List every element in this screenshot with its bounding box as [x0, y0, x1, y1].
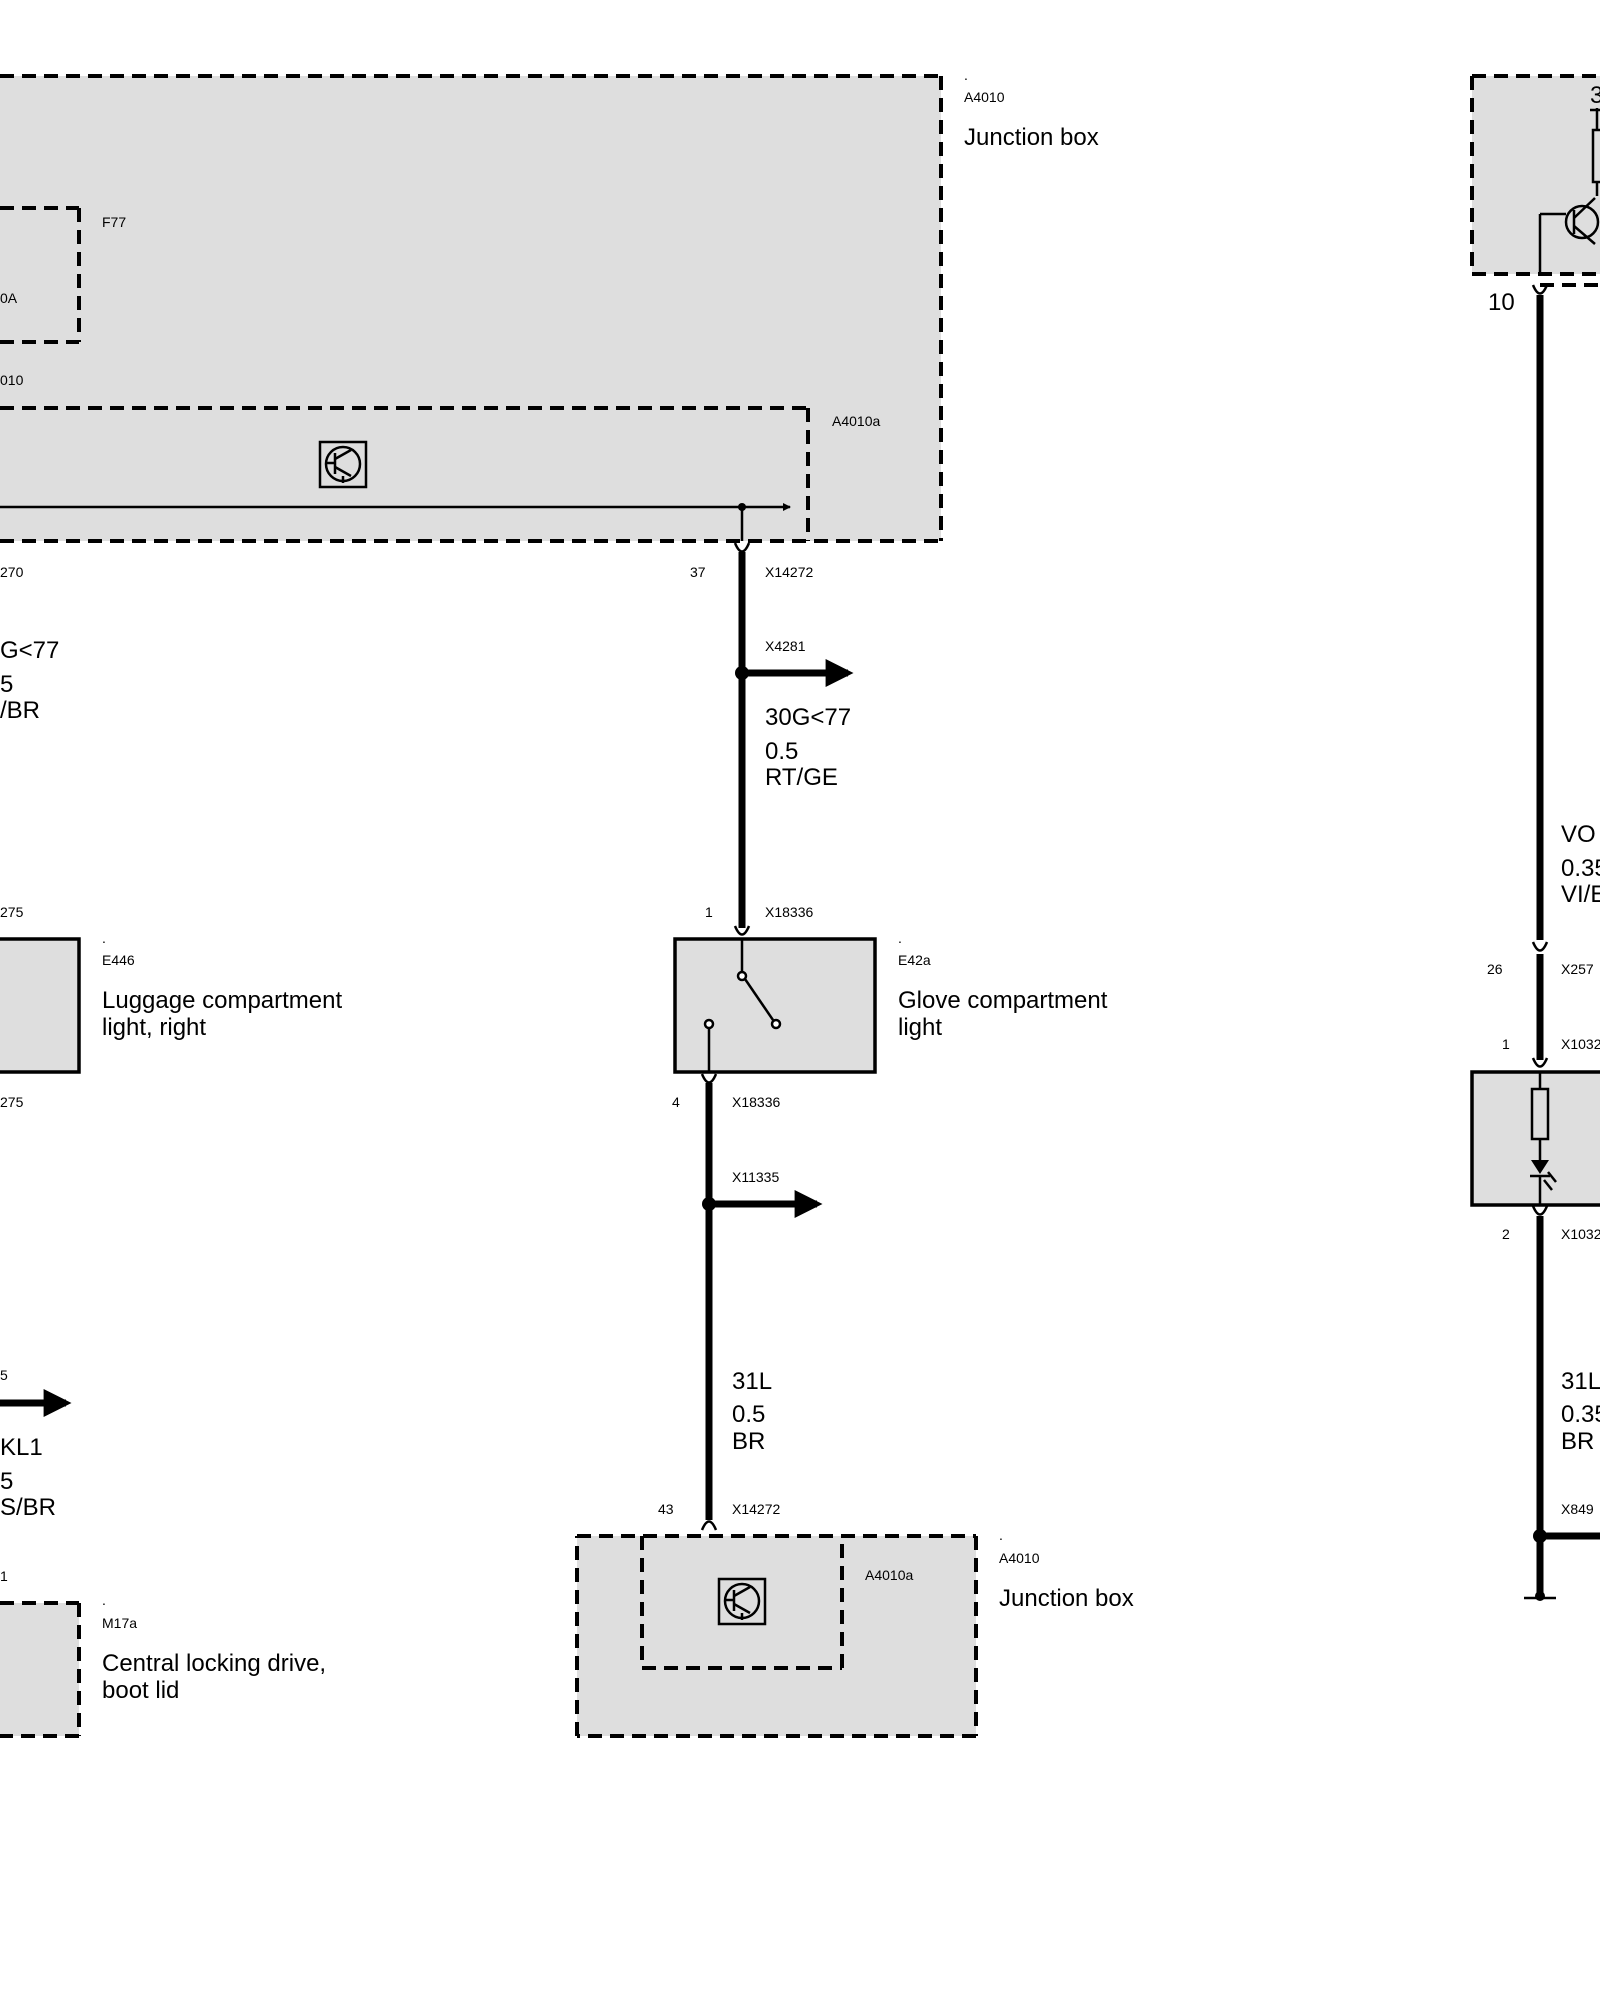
- central-locking-code: M17a: [102, 1615, 137, 1631]
- fuse-ref: 010: [0, 372, 24, 388]
- pin-4: 4: [672, 1094, 680, 1110]
- wire-right-bottom-signal: 31L: [1561, 1368, 1600, 1395]
- pin-1: 1: [705, 904, 713, 920]
- right-led-component: [1470, 1070, 1600, 1207]
- center-wire-bottom: [700, 1073, 823, 1531]
- wire-right-bottom-gauge: 0.35: [1561, 1401, 1600, 1428]
- right-control-unit: [1470, 74, 1600, 287]
- central-locking-name-1: Central locking drive,: [102, 1650, 326, 1677]
- glove-light-code: E42a: [898, 952, 931, 968]
- central-locking-dot: .: [102, 1592, 106, 1608]
- left-connector-270: 270: [0, 564, 24, 580]
- glove-light-name-2: light: [898, 1014, 942, 1041]
- wire-left-bottom-gauge: 5: [0, 1468, 13, 1495]
- right-pin-2: 2: [1502, 1226, 1510, 1242]
- wire-left-top-gauge: 5: [0, 671, 13, 698]
- fuse-rating: 0A: [0, 290, 18, 306]
- connector-x18336-top: X18336: [765, 904, 813, 920]
- jb-bottom-name: Junction box: [999, 1585, 1134, 1612]
- junction-box-bottom: [575, 1534, 978, 1738]
- luggage-compartment-light: [0, 937, 81, 1074]
- right-connector-x849: X849: [1561, 1501, 1594, 1517]
- wire-center-top-signal: 30G<77: [765, 704, 851, 731]
- center-wire-top: [733, 542, 854, 936]
- fuse-f77: [0, 206, 81, 344]
- connector-x11335: X11335: [732, 1169, 779, 1185]
- jb-bottom-dot: .: [999, 1527, 1003, 1543]
- wire-left-top-signal: G<77: [0, 637, 59, 664]
- connector-x14272-bottom: X14272: [732, 1501, 780, 1517]
- wire-center-bottom-signal: 31L: [732, 1368, 772, 1395]
- pin-37: 37: [690, 564, 706, 580]
- luggage-light-dot: .: [102, 930, 106, 946]
- wire-right-bottom-color: BR: [1561, 1428, 1594, 1455]
- glove-compartment-light: [673, 937, 877, 1074]
- right-pin-10: 10: [1488, 289, 1515, 316]
- wire-right-top-gauge: 0.35: [1561, 855, 1600, 882]
- right-pin-1: 1: [1502, 1036, 1510, 1052]
- connector-x4281: X4281: [765, 638, 806, 654]
- right-connector-x1032a: X1032: [1561, 1036, 1600, 1052]
- right-pin-top: 3: [1590, 82, 1600, 109]
- luggage-light-code: E446: [102, 952, 135, 968]
- left-connector-1: 1: [0, 1568, 8, 1584]
- glove-light-dot: .: [898, 930, 902, 946]
- wire-right-top-signal: VO: [1561, 821, 1596, 848]
- wire-left-bottom-signal: KL1: [0, 1434, 43, 1461]
- wire-center-top-color: RT/GE: [765, 764, 838, 791]
- jb-top-code: A4010: [964, 89, 1005, 105]
- left-connector-275b: 275: [0, 1094, 24, 1110]
- wire-right-top-color: VI/E: [1561, 881, 1600, 908]
- wire-center-bottom-gauge: 0.5: [732, 1401, 765, 1428]
- jb-bottom-code: A4010: [999, 1550, 1040, 1566]
- right-wire: [1524, 284, 1600, 1601]
- wire-center-top-gauge: 0.5: [765, 738, 798, 765]
- junction-box-top: [0, 74, 943, 543]
- central-locking-drive: [0, 1601, 81, 1738]
- right-connector-x1032b: X1032: [1561, 1226, 1600, 1242]
- left-connector-275a: 275: [0, 904, 24, 920]
- junction-box-top-inner: [0, 406, 810, 541]
- pin-43: 43: [658, 1501, 674, 1517]
- luggage-light-name-1: Luggage compartment: [102, 987, 342, 1014]
- wire-left-top-color: /BR: [0, 697, 40, 724]
- left-connector-5: 5: [0, 1367, 8, 1383]
- connector-x14272-top: X14272: [765, 564, 813, 580]
- jb-top-name: Junction box: [964, 124, 1099, 151]
- fuse-code: F77: [102, 214, 126, 230]
- wire-left-bottom-color: S/BR: [0, 1494, 56, 1521]
- connector-x18336-bottom: X18336: [732, 1094, 780, 1110]
- jb-bottom-sub-code: A4010a: [865, 1567, 913, 1583]
- wire-center-bottom-color: BR: [732, 1428, 765, 1455]
- transistor-icon: [318, 440, 368, 489]
- transistor-icon: [717, 1577, 767, 1626]
- glove-light-name-1: Glove compartment: [898, 987, 1108, 1014]
- right-pin-26: 26: [1487, 961, 1503, 977]
- jb-top-sub-code: A4010a: [832, 413, 880, 429]
- jb-top-dot: .: [964, 67, 968, 83]
- central-locking-name-2: boot lid: [102, 1677, 179, 1704]
- luggage-light-name-2: light, right: [102, 1014, 206, 1041]
- right-connector-x257: X257: [1561, 961, 1594, 977]
